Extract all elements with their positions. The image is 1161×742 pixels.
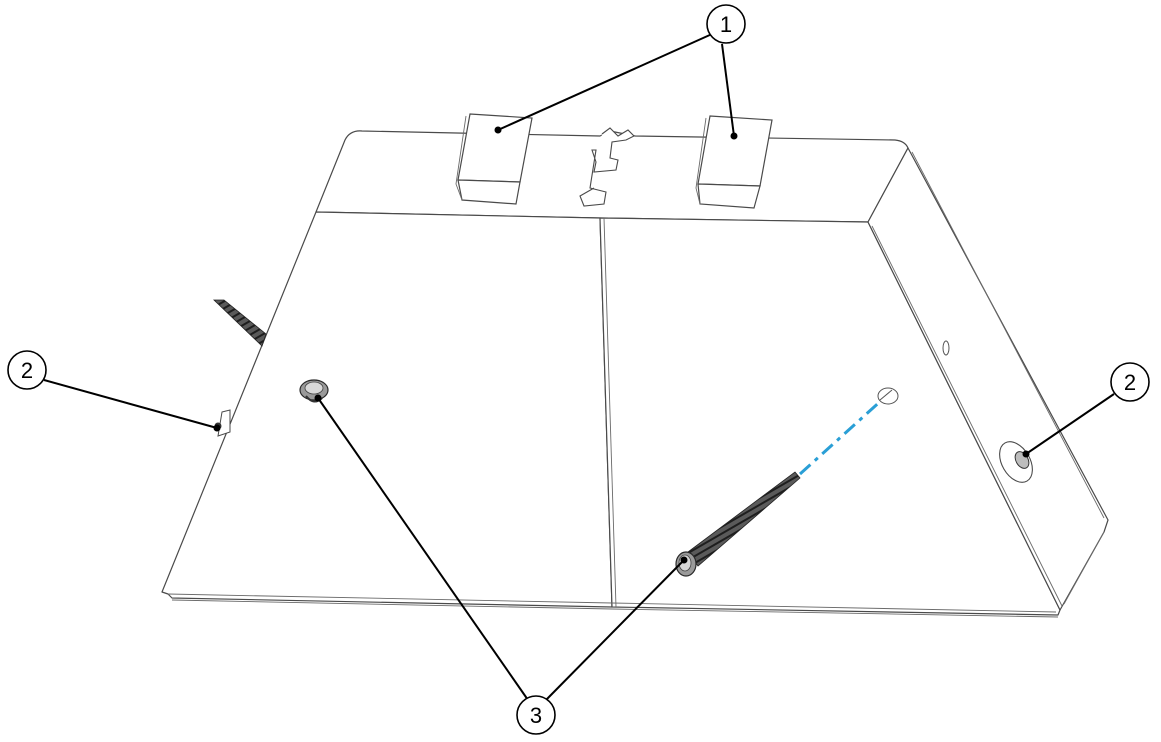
mounting-tab-left — [455, 113, 533, 205]
left-wall-anchor — [214, 409, 231, 437]
callout-2-left: 2 — [7, 350, 47, 390]
callout-label: 3 — [530, 703, 542, 728]
leader-lines — [43, 33, 1115, 701]
screw-hole — [877, 387, 899, 405]
mounting-tab-icon — [457, 113, 533, 183]
right-face — [599, 217, 1061, 616]
left-wall-screw — [213, 299, 267, 347]
callout-label: 1 — [720, 12, 732, 37]
left-face — [161, 211, 613, 608]
mounting-tab-icon — [697, 115, 773, 187]
front-screw-left — [299, 379, 329, 403]
right-side-face — [867, 147, 1109, 611]
bracket-body — [161, 130, 1109, 618]
callout-label: 2 — [21, 358, 33, 383]
callout-1: 1 — [706, 4, 746, 44]
dovetail-seam — [579, 127, 635, 207]
callout-2-right: 2 — [1110, 362, 1150, 402]
callout-3: 3 — [516, 695, 556, 735]
alignment-guide — [798, 396, 886, 476]
mounting-tab-right — [695, 115, 773, 209]
side-hole — [942, 340, 950, 356]
screw-icon — [213, 299, 267, 347]
callout-label: 2 — [1124, 370, 1136, 395]
